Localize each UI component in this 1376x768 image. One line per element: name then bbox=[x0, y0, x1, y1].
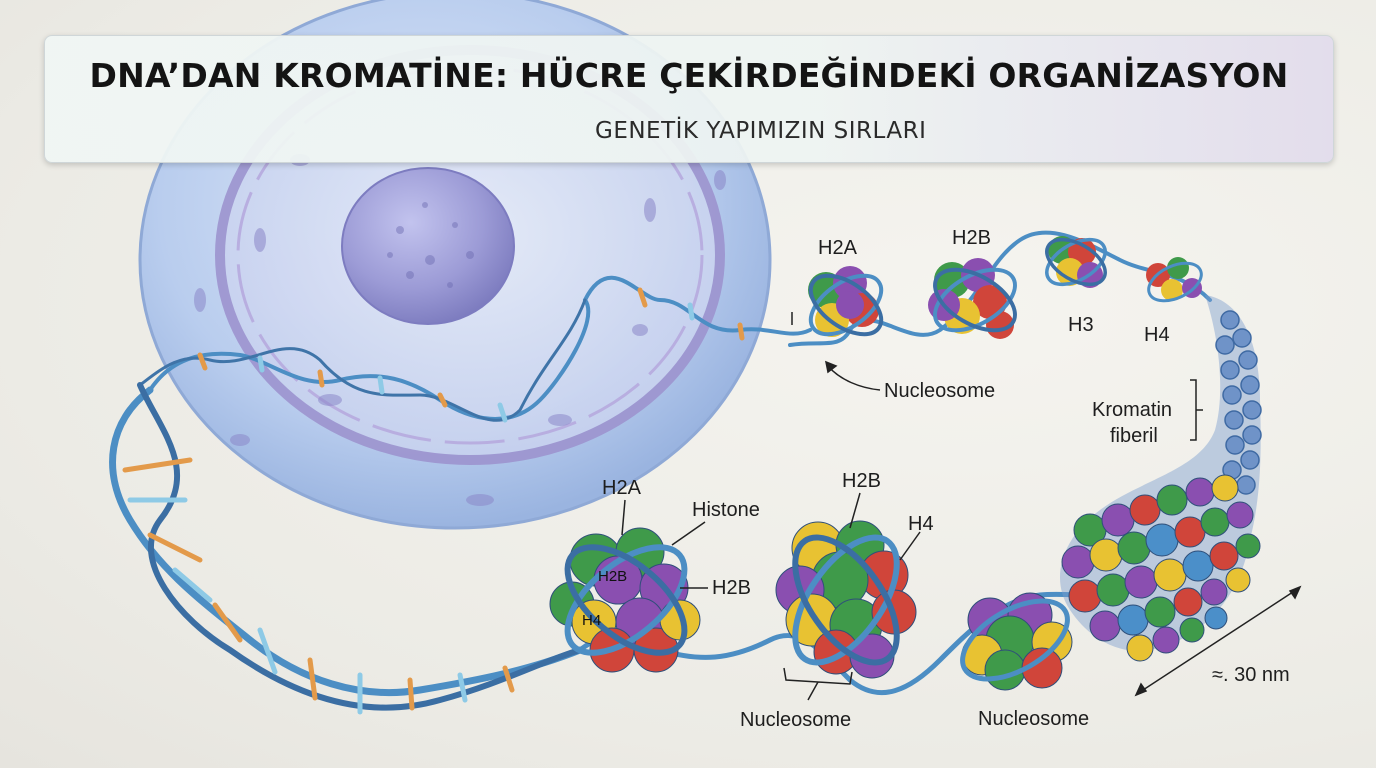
dna-backbone-5 bbox=[137, 382, 583, 711]
label-nucleosome-top: Nucleosome bbox=[884, 380, 996, 402]
nucleosome-bottom-2 bbox=[775, 520, 917, 679]
dna-base-pairs bbox=[122, 287, 745, 715]
histone-leader bbox=[671, 521, 706, 546]
annotation-lines bbox=[621, 312, 1302, 701]
label-kromatin-line2: fiberil bbox=[1110, 425, 1158, 447]
nucleosome-bottom-3 bbox=[960, 592, 1073, 691]
dna-backbone-1 bbox=[583, 275, 812, 336]
h2b-bottom-leader bbox=[849, 492, 861, 529]
label-kromatin-line1: Kromatin bbox=[1092, 399, 1173, 421]
label-histone: Histone bbox=[692, 499, 760, 521]
label-h2b-side: H2B bbox=[712, 577, 751, 599]
nucleosome-top-3 bbox=[1045, 236, 1107, 288]
fiber-beads-upper bbox=[1215, 310, 1262, 495]
nucleosome-bottom-1 bbox=[549, 527, 701, 673]
label-h2b-inner: H2B bbox=[598, 568, 628, 585]
nucleolus bbox=[341, 167, 515, 325]
label-h2b-top: H2B bbox=[952, 227, 991, 249]
dna-backbone-2 bbox=[148, 298, 591, 421]
nucleolus-texture bbox=[387, 202, 474, 288]
nucleosome-top-pointer bbox=[827, 365, 881, 391]
label-nucleosome-bottom-left: Nucleosome bbox=[740, 709, 852, 731]
dna-backbone-3 bbox=[138, 298, 587, 422]
fiber-beads-lower bbox=[1061, 474, 1261, 662]
label-h4-inner: H4 bbox=[582, 612, 602, 629]
nucleosome-bottom-bracket bbox=[783, 667, 853, 701]
scale-line bbox=[1139, 589, 1297, 693]
page-subtitle: GENETİK YAPIMIZIN SIRLARI bbox=[595, 118, 927, 144]
nucleosome-top-1 bbox=[808, 266, 884, 337]
label-h3-top: H3 bbox=[1068, 314, 1094, 336]
nucleosome-top-2 bbox=[928, 258, 1017, 339]
dna-backbone-4 bbox=[109, 386, 584, 696]
nuclear-pores bbox=[194, 154, 726, 506]
label-h4-top: H4 bbox=[1144, 324, 1170, 346]
kromatin-bracket bbox=[1190, 379, 1203, 441]
label-h2a-top: H2A bbox=[818, 237, 857, 259]
label-nucleosome-bottom-right: Nucleosome bbox=[978, 708, 1090, 730]
label-scale: ≈. 30 nm bbox=[1212, 664, 1290, 686]
nucleosome-top-4 bbox=[1146, 257, 1203, 303]
chromatin-fiber bbox=[1060, 295, 1262, 662]
label-h2b-bottom: H2B bbox=[842, 470, 881, 492]
title-banner: DNA’DAN KROMATİNE: HÜCRE ÇEKİRDEĞİNDEKİ … bbox=[44, 35, 1334, 163]
page-title: DNA’DAN KROMATİNE: HÜCRE ÇEKİRDEĞİNDEKİ … bbox=[89, 56, 1289, 95]
label-h4-bottom: H4 bbox=[908, 513, 934, 535]
h2a-bottom-leader bbox=[621, 499, 626, 536]
h4-bottom-leader bbox=[899, 531, 921, 561]
label-h2a-bottom: H2A bbox=[602, 477, 641, 499]
